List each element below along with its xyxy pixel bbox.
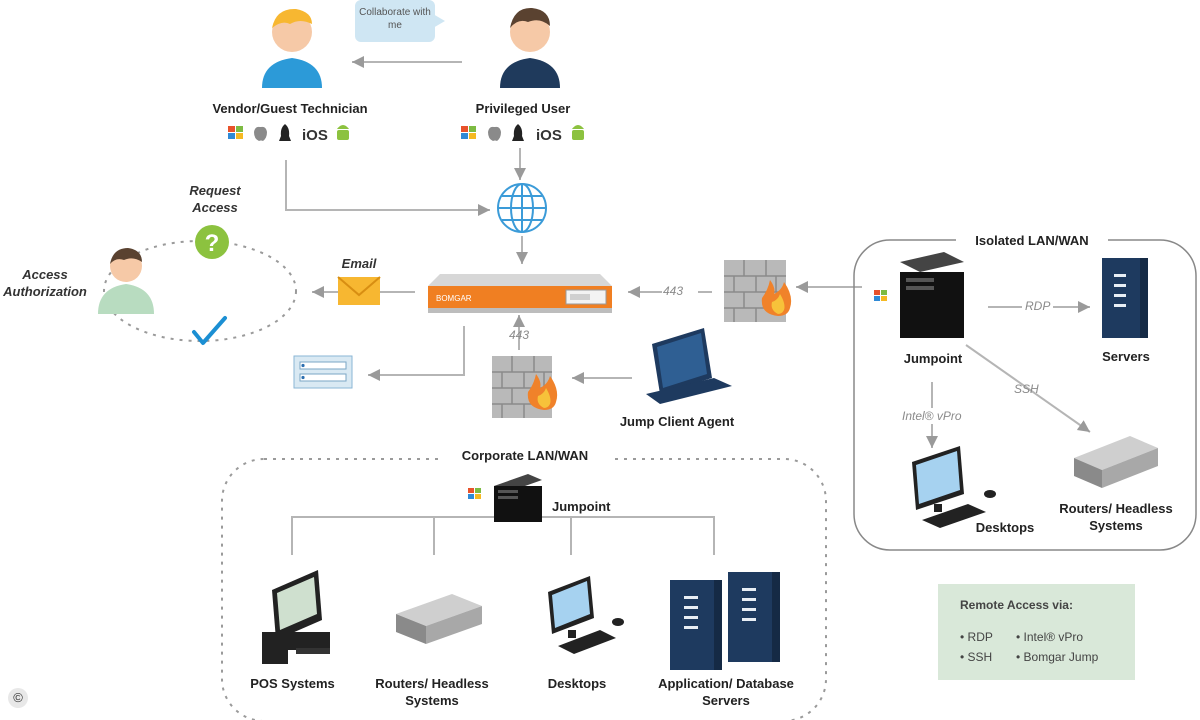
svg-text:?: ? bbox=[205, 230, 220, 257]
privileged-os-icons: iOS bbox=[461, 124, 584, 144]
legend-item-vpro: • Intel® vPro bbox=[1016, 630, 1084, 644]
copyright-badge: © bbox=[8, 688, 28, 708]
email-label: Email bbox=[341, 256, 377, 271]
vpro-label: Intel® vPro bbox=[900, 408, 964, 424]
desktop-icon bbox=[548, 576, 624, 654]
corporate-lan-boundary bbox=[221, 458, 827, 720]
isolated-routers-label: Routers/ Headless Systems bbox=[1059, 501, 1173, 533]
jumpoint-tower-icon bbox=[494, 474, 542, 522]
jump-client-agent-label: Jump Client Agent bbox=[619, 414, 735, 429]
router-icon bbox=[1074, 436, 1158, 488]
authorizer-icon bbox=[98, 248, 154, 314]
question-icon: ? bbox=[195, 225, 229, 259]
vendor-technician-icon bbox=[262, 8, 322, 88]
linux-icon bbox=[279, 124, 291, 141]
isolated-jumpoint-label: Jumpoint bbox=[903, 351, 963, 366]
firewall-icon bbox=[724, 260, 792, 322]
legend-title: Remote Access via: bbox=[960, 598, 1073, 612]
privileged-user-label: Privileged User bbox=[475, 101, 571, 116]
router-icon bbox=[396, 594, 482, 644]
apple-icon bbox=[254, 126, 267, 141]
corporate-jumpoint-label: Jumpoint bbox=[552, 499, 611, 514]
app-db-servers-label: Application/ Database Servers bbox=[658, 676, 794, 708]
android-icon bbox=[572, 125, 584, 140]
privileged-user-icon bbox=[500, 7, 560, 88]
port-443-label: 443 bbox=[663, 284, 684, 298]
corporate-desktops-label: Desktops bbox=[547, 676, 607, 691]
corporate-lan-label: Corporate LAN/WAN bbox=[440, 447, 610, 464]
jumpoint-tower-icon bbox=[900, 252, 964, 338]
android-icon bbox=[337, 125, 349, 140]
email-envelope-icon bbox=[337, 276, 381, 305]
rdp-label: RDP bbox=[1022, 299, 1054, 313]
windows-icon bbox=[461, 126, 476, 139]
isolated-desktops-label: Desktops bbox=[975, 520, 1035, 535]
ios-text: iOS bbox=[302, 127, 328, 144]
pos-system-icon bbox=[262, 570, 330, 664]
pos-systems-label: POS Systems bbox=[250, 676, 335, 691]
vendor-os-icons: iOS bbox=[228, 124, 349, 144]
ssh-label: SSH bbox=[1014, 382, 1039, 396]
remote-access-legend: Remote Access via: • RDP • Intel® vPro •… bbox=[938, 584, 1135, 680]
internet-globe-icon bbox=[497, 183, 547, 233]
windows-icon bbox=[228, 126, 243, 139]
ios-text: iOS bbox=[536, 127, 562, 144]
collaborate-bubble: Collaborate with me bbox=[355, 0, 445, 42]
laptop-icon bbox=[646, 328, 732, 404]
connector-lines bbox=[285, 56, 1091, 555]
firewall-icon bbox=[492, 356, 558, 418]
legend-item-bomgar-jump: • Bomgar Jump bbox=[1016, 650, 1099, 664]
linux-icon bbox=[512, 124, 524, 141]
server-icon bbox=[1102, 258, 1148, 338]
windows-icon bbox=[468, 488, 481, 499]
isolated-lan-title: Isolated LAN/WAN bbox=[956, 232, 1108, 249]
check-icon bbox=[192, 316, 227, 345]
legend-item-ssh: • SSH bbox=[960, 650, 993, 664]
login-form-icon bbox=[293, 355, 353, 389]
desktop-icon bbox=[912, 446, 996, 528]
database-server-icon bbox=[670, 572, 780, 670]
request-access-label: Request Access bbox=[189, 183, 241, 215]
corporate-routers-label: Routers/ Headless Systems bbox=[375, 676, 489, 708]
windows-icon bbox=[874, 290, 887, 301]
apple-icon bbox=[488, 126, 501, 141]
vendor-technician-label: Vendor/Guest Technician bbox=[212, 101, 368, 116]
legend-item-rdp: • RDP bbox=[960, 630, 993, 644]
port-443-label: 443 bbox=[509, 328, 530, 342]
isolated-servers-label: Servers bbox=[1102, 349, 1150, 364]
appliance-brand: BOMGAR bbox=[436, 294, 472, 303]
access-authorization-label: Access Authorization bbox=[3, 267, 87, 299]
bomgar-appliance: BOMGAR bbox=[428, 274, 612, 313]
